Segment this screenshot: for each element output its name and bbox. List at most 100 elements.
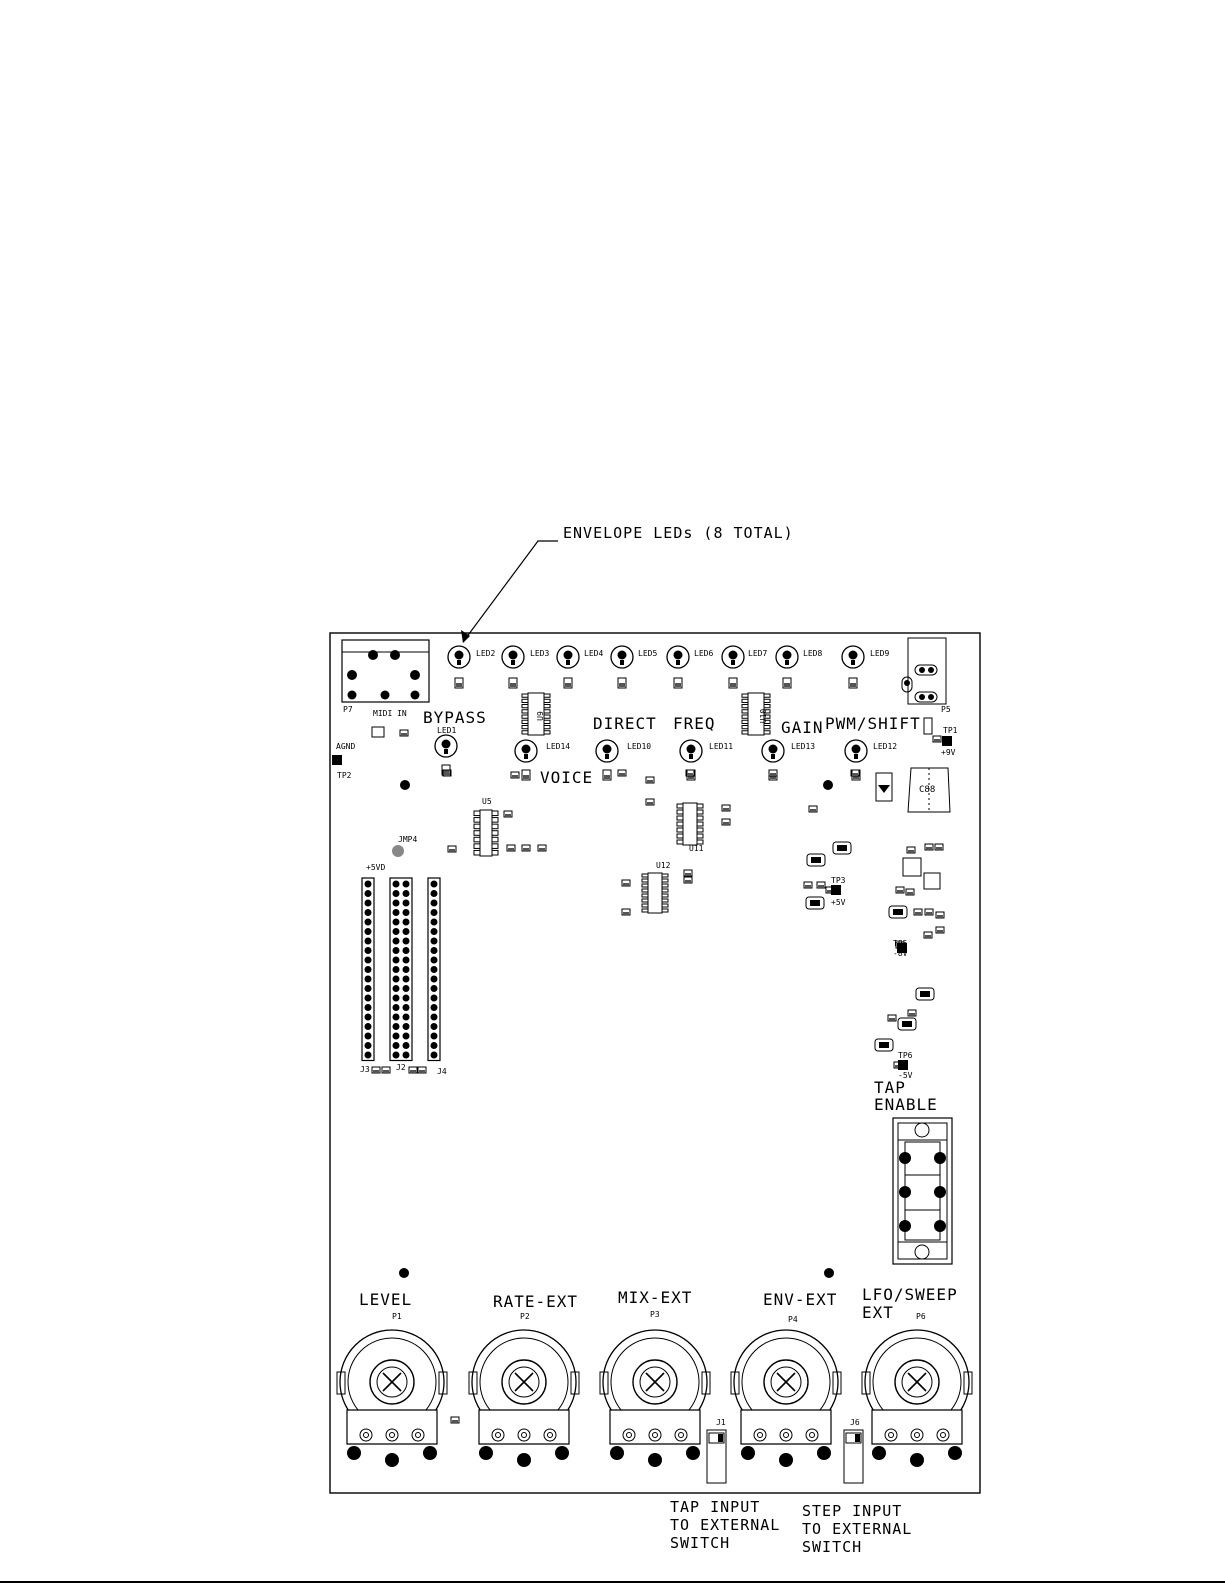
connector-p5 (901, 637, 947, 705)
potentiometer (336, 1329, 448, 1467)
label-env-ext: ENV-EXT (763, 1290, 838, 1309)
envelope-leds (447, 645, 865, 689)
ref-p7: P7 (343, 705, 353, 714)
ref-tp2: TP2 (337, 771, 352, 780)
smd-pad (816, 881, 826, 889)
test-point-pad (897, 943, 907, 953)
envelope-led (610, 645, 634, 689)
label-enable: ENABLE (874, 1095, 938, 1114)
smd-pad (442, 769, 452, 777)
smd-pad (645, 798, 655, 806)
ref-p2: P2 (520, 1312, 530, 1321)
regulator-chip (923, 872, 941, 890)
test-point-pad (942, 736, 952, 746)
smd-pad (506, 844, 516, 852)
envelope-led (841, 645, 865, 689)
function-led (761, 739, 785, 781)
ref-tp1: TP1 (943, 726, 958, 735)
smd-pad (923, 931, 933, 939)
smd-pad (924, 843, 934, 851)
smd-pad (645, 776, 655, 784)
ref-led7: LED7 (748, 649, 768, 658)
ref-led10: LED10 (627, 742, 652, 751)
ref-led14: LED14 (546, 742, 571, 751)
label-level: LEVEL (359, 1290, 413, 1309)
ref-u11: U11 (689, 844, 704, 853)
smd-components (332, 717, 952, 1424)
ref-j2: J2 (396, 1063, 406, 1072)
smd-pad (850, 769, 860, 777)
ref-u12: U12 (656, 861, 671, 870)
label-ext: EXT (862, 1303, 894, 1322)
header-strips (361, 877, 441, 1062)
ref-u5: U5 (482, 797, 492, 806)
smd-pad (450, 1416, 460, 1424)
ref-p4: P4 (788, 1315, 798, 1324)
electrolytic-cap (832, 841, 852, 855)
ref-led4: LED4 (584, 649, 604, 658)
header-j4 (427, 877, 441, 1062)
ref-p1: P1 (392, 1312, 402, 1321)
test-point-pad (831, 885, 841, 895)
smd-pad (887, 1014, 897, 1022)
label-freq: FREQ (673, 714, 716, 733)
header-j2 (389, 877, 413, 1062)
ic-u10 (741, 692, 771, 736)
smd-pad (621, 879, 631, 887)
smd-pad (617, 769, 627, 777)
ref-led11: LED11 (709, 742, 734, 751)
label-tap: TAP (874, 1078, 906, 1097)
label-voice: VOICE (540, 768, 594, 787)
label-mix-ext: MIX-EXT (618, 1288, 693, 1307)
ref-tp1-v: +9V (941, 748, 956, 757)
tap-enable-switch (892, 1117, 953, 1265)
smd-pad (381, 1066, 391, 1074)
ref-led13: LED13 (791, 742, 816, 751)
smd-pad (621, 908, 631, 916)
smd-pad (932, 735, 942, 743)
smd-pad (503, 810, 513, 818)
smd-pad (935, 926, 945, 934)
note-step-input: STEP INPUT TO EXTERNAL SWITCH (802, 1502, 913, 1556)
ref-p5: P5 (941, 705, 951, 714)
jumper-j1 (706, 1429, 727, 1484)
electrolytic-cap (805, 896, 825, 910)
ref-agnd: AGND (336, 742, 356, 751)
header-j3 (361, 877, 375, 1062)
electrolytic-cap (888, 905, 908, 919)
smd-pad (913, 908, 923, 916)
smd-pad (685, 769, 695, 777)
mounting-hole (400, 780, 410, 790)
smd-pad (537, 844, 547, 852)
inductor-l1 (902, 857, 922, 877)
envelope-led (556, 645, 580, 689)
ref-led3: LED3 (530, 649, 550, 658)
diode-d9 (875, 772, 893, 802)
envelope-led (721, 645, 745, 689)
ref-tp6-v: -5V (898, 1071, 913, 1080)
smd-pad (447, 845, 457, 853)
ref-midi-in: MIDI IN (373, 709, 407, 718)
smd-pad (895, 886, 905, 894)
mounting-hole (824, 1268, 834, 1278)
ref-led12: LED12 (873, 742, 898, 751)
smd-pad (521, 844, 531, 852)
ref-j6: J6 (850, 1418, 860, 1427)
smd-pad (924, 908, 934, 916)
ref-u9: U9 (535, 711, 545, 721)
label-bypass: BYPASS (423, 708, 487, 727)
midi-connector-p7 (341, 639, 430, 703)
ref-u10: U10 (759, 708, 769, 724)
ref-tp3-v: +5V (831, 898, 846, 907)
ref-p3: P3 (650, 1310, 660, 1319)
smd-pad (417, 1066, 427, 1074)
electrolytic-cap (806, 853, 826, 867)
ref-led5: LED5 (638, 649, 658, 658)
potentiometers (336, 1329, 973, 1467)
smd-pad (371, 1066, 381, 1074)
electrolytic-cap (874, 1038, 894, 1052)
label-gain: GAIN (781, 718, 824, 737)
mounting-hole (823, 780, 833, 790)
potentiometer (599, 1329, 711, 1467)
